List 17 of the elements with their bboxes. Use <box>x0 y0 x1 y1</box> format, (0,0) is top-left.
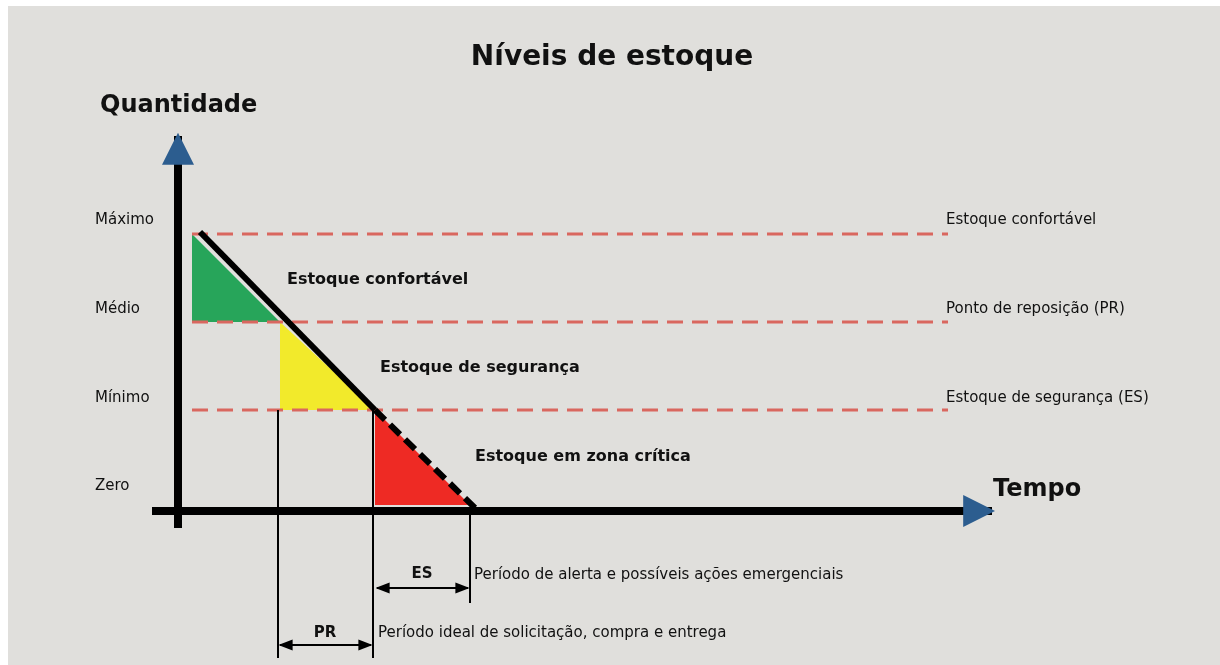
note: Período ideal de solicitação, compra e entrega <box>378 624 727 642</box>
tick-label: Médio <box>95 300 141 318</box>
zone-label: Estoque de segurança <box>380 358 580 377</box>
axis-title: Quantidade <box>100 90 258 119</box>
line-label: Ponto de reposição (PR) <box>946 300 1125 318</box>
tick-label: Mínimo <box>95 389 150 407</box>
tick-label: Máximo <box>95 211 154 229</box>
axis-title: Tempo <box>993 474 1082 503</box>
note: Período de alerta e possíveis ações emergenciais <box>474 566 844 584</box>
line-label: Estoque de segurança (ES) <box>946 389 1149 407</box>
dimension-label: ES <box>411 565 433 583</box>
tick-label: Zero <box>95 477 130 495</box>
line-label: Estoque confortável <box>946 211 1097 229</box>
chart-title: Níveis de estoque <box>470 40 754 73</box>
zone-label: Estoque em zona crítica <box>475 447 691 466</box>
zone-label: Estoque confortável <box>287 270 469 289</box>
dimension-label: PR <box>313 624 337 642</box>
